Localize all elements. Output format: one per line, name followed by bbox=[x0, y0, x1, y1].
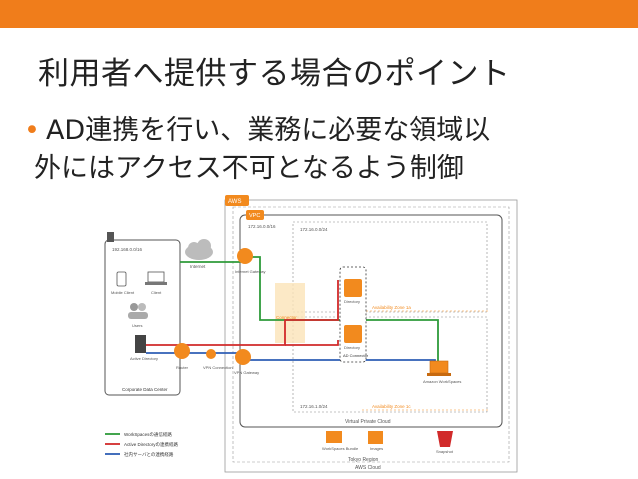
bundle-icon bbox=[326, 431, 342, 443]
directory-top-icon bbox=[344, 279, 362, 297]
client-icon bbox=[147, 271, 165, 283]
bullet-text: •AD連携を行い、業務に必要な領域以 外にはアクセス不可となるよう制御 bbox=[24, 112, 624, 188]
vpc-badge-label: VPC bbox=[249, 213, 260, 219]
legend-label-ad: Active Directoryの連携経路 bbox=[124, 441, 179, 448]
vpc-label: Virtual Private Cloud bbox=[345, 419, 391, 425]
dc-label: Corporate Data Center bbox=[122, 387, 168, 392]
aws-cloud-boundary bbox=[224, 199, 518, 473]
connector-label: Connector bbox=[276, 315, 297, 320]
directory-bottom-icon bbox=[344, 325, 362, 343]
snapshot-label: Snapshot bbox=[436, 449, 454, 454]
architecture-diagram: AWS AWS Cloud Tokyo Region VPC 172.16.0.… bbox=[104, 195, 518, 473]
subnet-top bbox=[292, 221, 488, 313]
bullet-line-1: AD連携を行い、業務に必要な領域以 bbox=[45, 115, 491, 146]
bullet-dot: • bbox=[24, 115, 40, 146]
subnet-bottom-cidr: 172.16.1.0/24 bbox=[300, 404, 328, 409]
ad-connector-label: AD Connector bbox=[343, 353, 369, 358]
vpn-gateway-icon bbox=[235, 349, 251, 365]
router-label: Router bbox=[176, 365, 189, 370]
red-path-1 bbox=[146, 280, 339, 346]
bullet-line-2: 外にはアクセス不可となるよう制御 bbox=[34, 153, 464, 184]
users-icon-2 bbox=[138, 303, 146, 311]
directory-bottom-label: Directory bbox=[344, 345, 360, 350]
legend-label-workspaces: WorkSpacesの通信経路 bbox=[124, 431, 172, 438]
mobile-client-icon bbox=[116, 271, 127, 287]
client-base-icon bbox=[145, 282, 167, 285]
internet-gateway-icon bbox=[237, 248, 253, 264]
subnet-top-cidr: 172.16.0.0/24 bbox=[300, 227, 328, 232]
images-label: Images bbox=[370, 446, 383, 451]
az-a-label: Availability Zone 1a bbox=[372, 305, 411, 310]
aws-badge-label: AWS bbox=[228, 199, 241, 205]
workspaces-base-icon bbox=[427, 373, 451, 376]
internet-label: Internet bbox=[190, 264, 206, 269]
snapshot-icon bbox=[437, 431, 453, 447]
green-path-1 bbox=[180, 257, 241, 263]
building-icon bbox=[107, 232, 114, 242]
router-icon bbox=[174, 343, 190, 359]
az-c-label: Availability Zone 1c bbox=[372, 404, 411, 409]
blue-path bbox=[146, 352, 436, 373]
directory-top-label: Directory bbox=[344, 299, 360, 304]
green-path-2 bbox=[250, 256, 439, 367]
active-directory-label: Active Directory bbox=[130, 356, 158, 361]
workspaces-icon bbox=[429, 360, 449, 374]
dc-cidr: 192.168.0.0/16 bbox=[112, 247, 143, 252]
corporate-dc-boundary bbox=[104, 239, 181, 396]
vpn-gateway-label: VPN Gateway bbox=[234, 370, 259, 375]
aws-badge bbox=[225, 195, 249, 206]
red-path-2 bbox=[285, 340, 339, 346]
users-icon-body bbox=[128, 312, 148, 319]
users-label: Users bbox=[132, 323, 142, 328]
mobile-client-label: Mobile Client bbox=[111, 290, 135, 295]
slide-header-bar bbox=[0, 0, 638, 28]
aws-cloud-label: AWS Cloud bbox=[355, 465, 381, 471]
region-label: Tokyo Region bbox=[348, 457, 379, 463]
legend-label-internal: 社内サーバとの連携経路 bbox=[124, 451, 174, 458]
vpc-boundary bbox=[239, 214, 503, 428]
internet-cloud-puff bbox=[188, 242, 200, 254]
vpc-cidr: 172.16.0.0/16 bbox=[248, 224, 276, 229]
client-label: Client bbox=[151, 290, 162, 295]
bundle-label: WorkSpaces Bundle bbox=[322, 446, 359, 451]
vpn-connection-label-1: VPN Connection bbox=[203, 365, 233, 370]
connector-highlight bbox=[275, 283, 305, 343]
vpn-connection-icon bbox=[206, 349, 216, 359]
vpc-badge bbox=[246, 210, 264, 220]
subnet-bottom bbox=[292, 316, 488, 413]
workspaces-label: Amazon WorkSpaces bbox=[423, 379, 461, 384]
images-icon bbox=[368, 431, 383, 444]
tokyo-region-boundary bbox=[232, 206, 510, 463]
internet-cloud-puff-2 bbox=[197, 239, 211, 253]
internet-gateway-label: Internet Gateway bbox=[235, 269, 265, 274]
slide-title: 利用者へ提供する場合のポイント bbox=[38, 56, 511, 92]
users-icon bbox=[130, 303, 138, 311]
active-directory-icon bbox=[135, 335, 146, 353]
